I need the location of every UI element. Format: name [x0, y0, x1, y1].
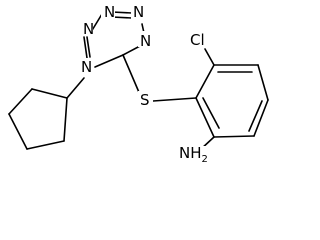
mask-n4 — [138, 31, 152, 47]
atom-nh2-subscript: 2 — [202, 154, 208, 165]
bond-s-benzene — [152, 97, 197, 102]
atom-nh2-main: NH — [179, 144, 202, 162]
bond-n5-n1-double — [86, 36, 91, 58]
bond-ring-3 — [257, 64, 269, 101]
mask-n2 — [101, 2, 115, 18]
bond-cp1 — [31, 88, 68, 99]
bond-ring-4 — [253, 99, 269, 137]
aromatic-double-3 — [202, 97, 220, 129]
chemical-structure-diagram: N N N N N S Cl NH2 — [8, 2, 269, 166]
aromatic-double-2 — [248, 100, 263, 132]
mask-cl — [190, 32, 211, 48]
atom-n1-label: N — [83, 20, 94, 38]
bond-cp2 — [8, 88, 33, 115]
bond-cp4 — [26, 140, 65, 150]
bond-cp3 — [8, 113, 28, 150]
bond-ring-5 — [213, 135, 255, 138]
atom-nh2-label: NH2 — [179, 144, 208, 165]
atom-n3-label: N — [133, 3, 144, 21]
bond-c5-s — [122, 54, 142, 98]
bond-ring-6 — [195, 97, 215, 138]
bond-c5-n5 — [94, 54, 124, 68]
mask-n5 — [79, 58, 93, 74]
bond-c5-n4 — [122, 45, 141, 56]
bond-ring-1 — [195, 64, 215, 99]
atom-cl-label: Cl — [190, 31, 205, 49]
bond-cl — [204, 48, 215, 66]
mask-nh2 — [180, 146, 213, 166]
atom-n4-label: N — [140, 32, 151, 50]
molecule-drawing: N N N N N S Cl NH2 — [8, 2, 269, 166]
atom-s-label: S — [140, 91, 150, 109]
bond-cp5 — [63, 97, 68, 142]
mask-s — [138, 91, 153, 107]
mask-n1 — [79, 21, 93, 35]
atom-n5-label: N — [81, 58, 92, 76]
bond-n-cyclopentyl — [66, 77, 85, 99]
mask-n3 — [131, 3, 145, 19]
atom-n2-label: N — [104, 3, 115, 21]
bond-n5-n1 — [83, 36, 88, 59]
bond-n2-n3 — [111, 11, 133, 14]
bond-n2-n3-double — [111, 16, 133, 19]
